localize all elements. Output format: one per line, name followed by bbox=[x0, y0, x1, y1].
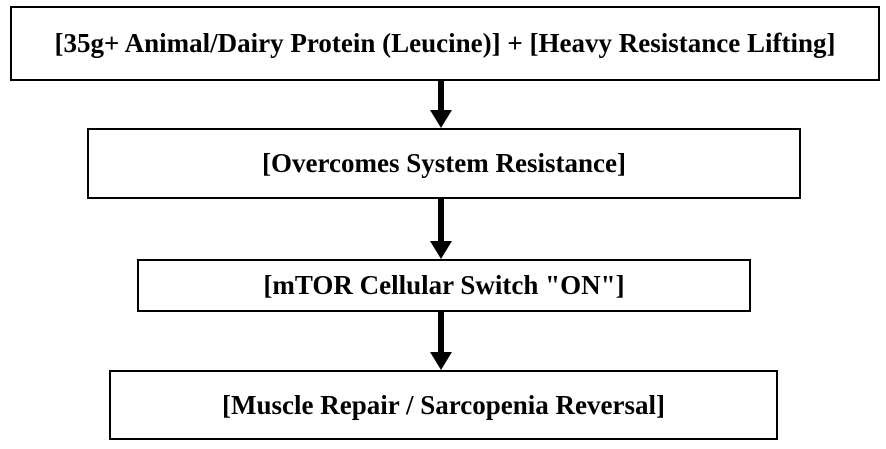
node-label: [mTOR Cellular Switch "ON"] bbox=[263, 270, 625, 300]
node-protein-and-lifting: [35g+ Animal/Dairy Protein (Leucine)] + … bbox=[10, 6, 880, 81]
arrow-mtor-to-outcome bbox=[430, 312, 452, 370]
arrow-input-to-overcome bbox=[430, 81, 452, 128]
node-label: [Muscle Repair / Sarcopenia Reversal] bbox=[222, 389, 665, 420]
node-label: [Overcomes System Resistance] bbox=[262, 148, 626, 178]
node-overcomes-system-resistance: [Overcomes System Resistance] bbox=[87, 128, 801, 199]
node-muscle-repair: [Muscle Repair / Sarcopenia Reversal] bbox=[109, 370, 778, 440]
arrow-overcome-to-mtor bbox=[430, 199, 452, 259]
node-label: [35g+ Animal/Dairy Protein (Leucine)] + … bbox=[54, 28, 836, 58]
node-mtor-switch-on: [mTOR Cellular Switch "ON"] bbox=[137, 259, 751, 312]
